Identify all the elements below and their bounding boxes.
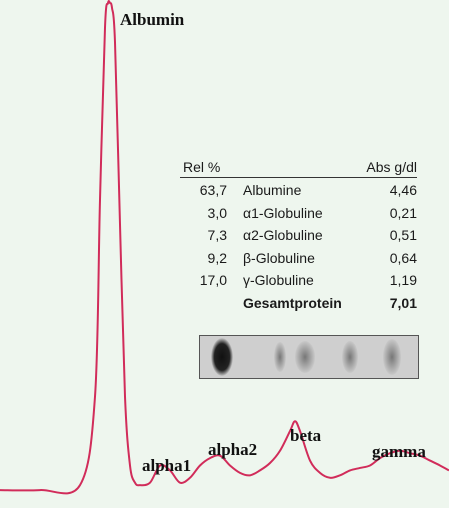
cell-fraction-name: γ-Globuline — [243, 272, 314, 288]
table-header: Rel % Abs g/dl — [180, 155, 417, 178]
cell-abs: 0,51 — [389, 227, 417, 243]
cell-fraction-name: α1-Globuline — [243, 204, 323, 221]
peak-label-alpha1: alpha1 — [142, 456, 192, 475]
table-row: 9,2 β-Globuline 0,64 — [180, 246, 417, 269]
table-body: 63,7 Albumine 4,46 3,0 α1-Globuline 0,21 7,3 α2… — [180, 178, 417, 313]
table-row: 17,0 γ-Globuline 1,19 — [180, 268, 417, 291]
table-row: 3,0 α1-Globuline 0,21 — [180, 201, 417, 224]
cell-abs: 0,21 — [389, 204, 417, 221]
gel-band-alpha2 — [295, 341, 315, 373]
results-table: Rel % Abs g/dl 63,7 Albumine 4,46 3,0 α1-Glo… — [180, 155, 417, 313]
cell-abs: 1,19 — [389, 272, 417, 288]
cell-rel: 9,2 — [207, 249, 227, 266]
cell-rel: 3,0 — [207, 204, 227, 221]
cell-fraction-name: β-Globuline — [243, 249, 315, 266]
table-row: Gesamtprotein 7,01 — [180, 291, 417, 314]
cell-rel: 63,7 — [199, 182, 227, 198]
cell-fraction-name: Albumine — [243, 182, 302, 198]
cell-abs: 4,46 — [389, 182, 417, 198]
gel-band-beta — [342, 341, 358, 373]
gel-band-gamma — [383, 339, 401, 375]
cell-fraction-name: Gesamtprotein — [243, 294, 342, 311]
table-row: 7,3 α2-Globuline 0,51 — [180, 223, 417, 246]
gel-band-alpha1 — [274, 342, 286, 372]
gel-band-albumin — [211, 338, 233, 376]
cell-abs: 0,64 — [389, 249, 417, 266]
densitometry-trace — [0, 0, 449, 495]
peak-label-gamma: gamma — [372, 442, 426, 461]
cell-abs: 7,01 — [389, 294, 417, 311]
header-abs: Abs g/dl — [366, 159, 417, 175]
peak-label-alpha2: alpha2 — [208, 440, 258, 459]
peak-label-albumin: Albumin — [120, 10, 185, 29]
cell-rel: 7,3 — [207, 227, 227, 243]
header-rel: Rel % — [183, 159, 221, 175]
table-row: 63,7 Albumine 4,46 — [180, 178, 417, 201]
gel-strip-svg — [200, 336, 418, 378]
cell-rel: 17,0 — [199, 272, 227, 288]
gel-strip-image — [199, 335, 419, 379]
peak-label-beta: beta — [290, 426, 322, 445]
cell-fraction-name: α2-Globuline — [243, 227, 323, 243]
